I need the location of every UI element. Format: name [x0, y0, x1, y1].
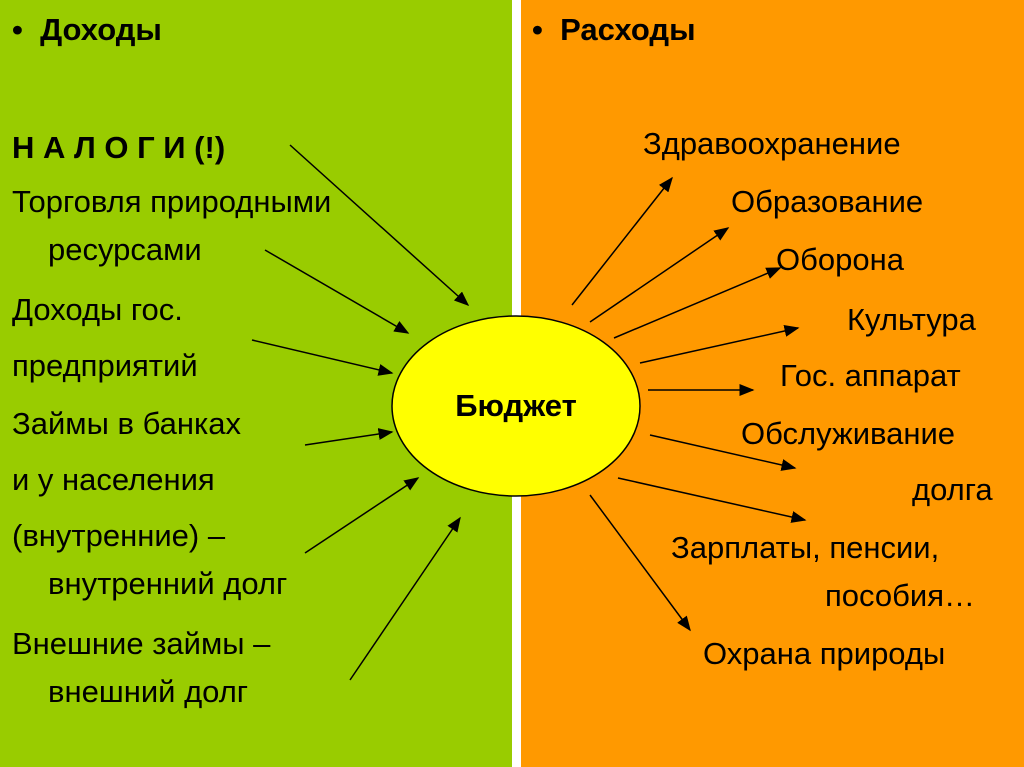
expense-item: Оборона	[776, 242, 904, 277]
income-item: ресурсами	[48, 232, 202, 267]
income-item: Торговля природными	[12, 184, 332, 219]
expense-item: Образование	[731, 184, 924, 219]
arrow-defense	[613, 267, 782, 339]
arrow-external-debt	[349, 516, 461, 681]
income-heading-text: Доходы	[40, 12, 162, 47]
arrow-resources	[264, 249, 410, 334]
expense-item: Здравоохранение	[643, 126, 901, 161]
income-item: и у населения	[12, 462, 215, 497]
income-item: (внутренние) –	[12, 518, 226, 553]
income-item: внутренний долг	[48, 566, 288, 601]
budget-label: Бюджет	[455, 388, 577, 423]
arrow-salaries	[617, 477, 807, 523]
arrow-enterprises	[251, 339, 394, 376]
income-item: внешний долг	[48, 674, 249, 709]
income-heading: • Доходы	[12, 12, 162, 47]
budget-ellipse	[391, 315, 641, 497]
arrow-loans	[304, 428, 394, 446]
income-item: Доходы гос.	[12, 292, 183, 327]
arrow-taxes	[289, 144, 470, 307]
expenses-heading-text: Расходы	[560, 12, 696, 47]
arrow-internal-debt	[304, 477, 420, 554]
expense-item: Зарплаты, пенсии,	[671, 530, 940, 565]
arrow-education	[589, 227, 730, 323]
arrow-health	[571, 176, 673, 306]
income-item: Займы в банках	[12, 406, 241, 441]
income-item: Внешние займы –	[12, 626, 271, 661]
expense-item: долга	[912, 472, 993, 507]
income-item: предприятий	[12, 348, 198, 383]
arrow-nature	[589, 494, 691, 632]
expense-item: Гос. аппарат	[780, 358, 961, 393]
expense-item: пособия…	[825, 578, 975, 613]
expenses-heading: • Расходы	[532, 12, 696, 47]
arrow-culture	[639, 325, 800, 364]
arrow-debt-service	[649, 434, 797, 471]
expense-item: Культура	[847, 302, 976, 337]
income-item: Н А Л О Г И (!)	[12, 130, 226, 165]
expense-item: Охрана природы	[703, 636, 946, 671]
expense-item: Обслуживание	[741, 416, 956, 451]
